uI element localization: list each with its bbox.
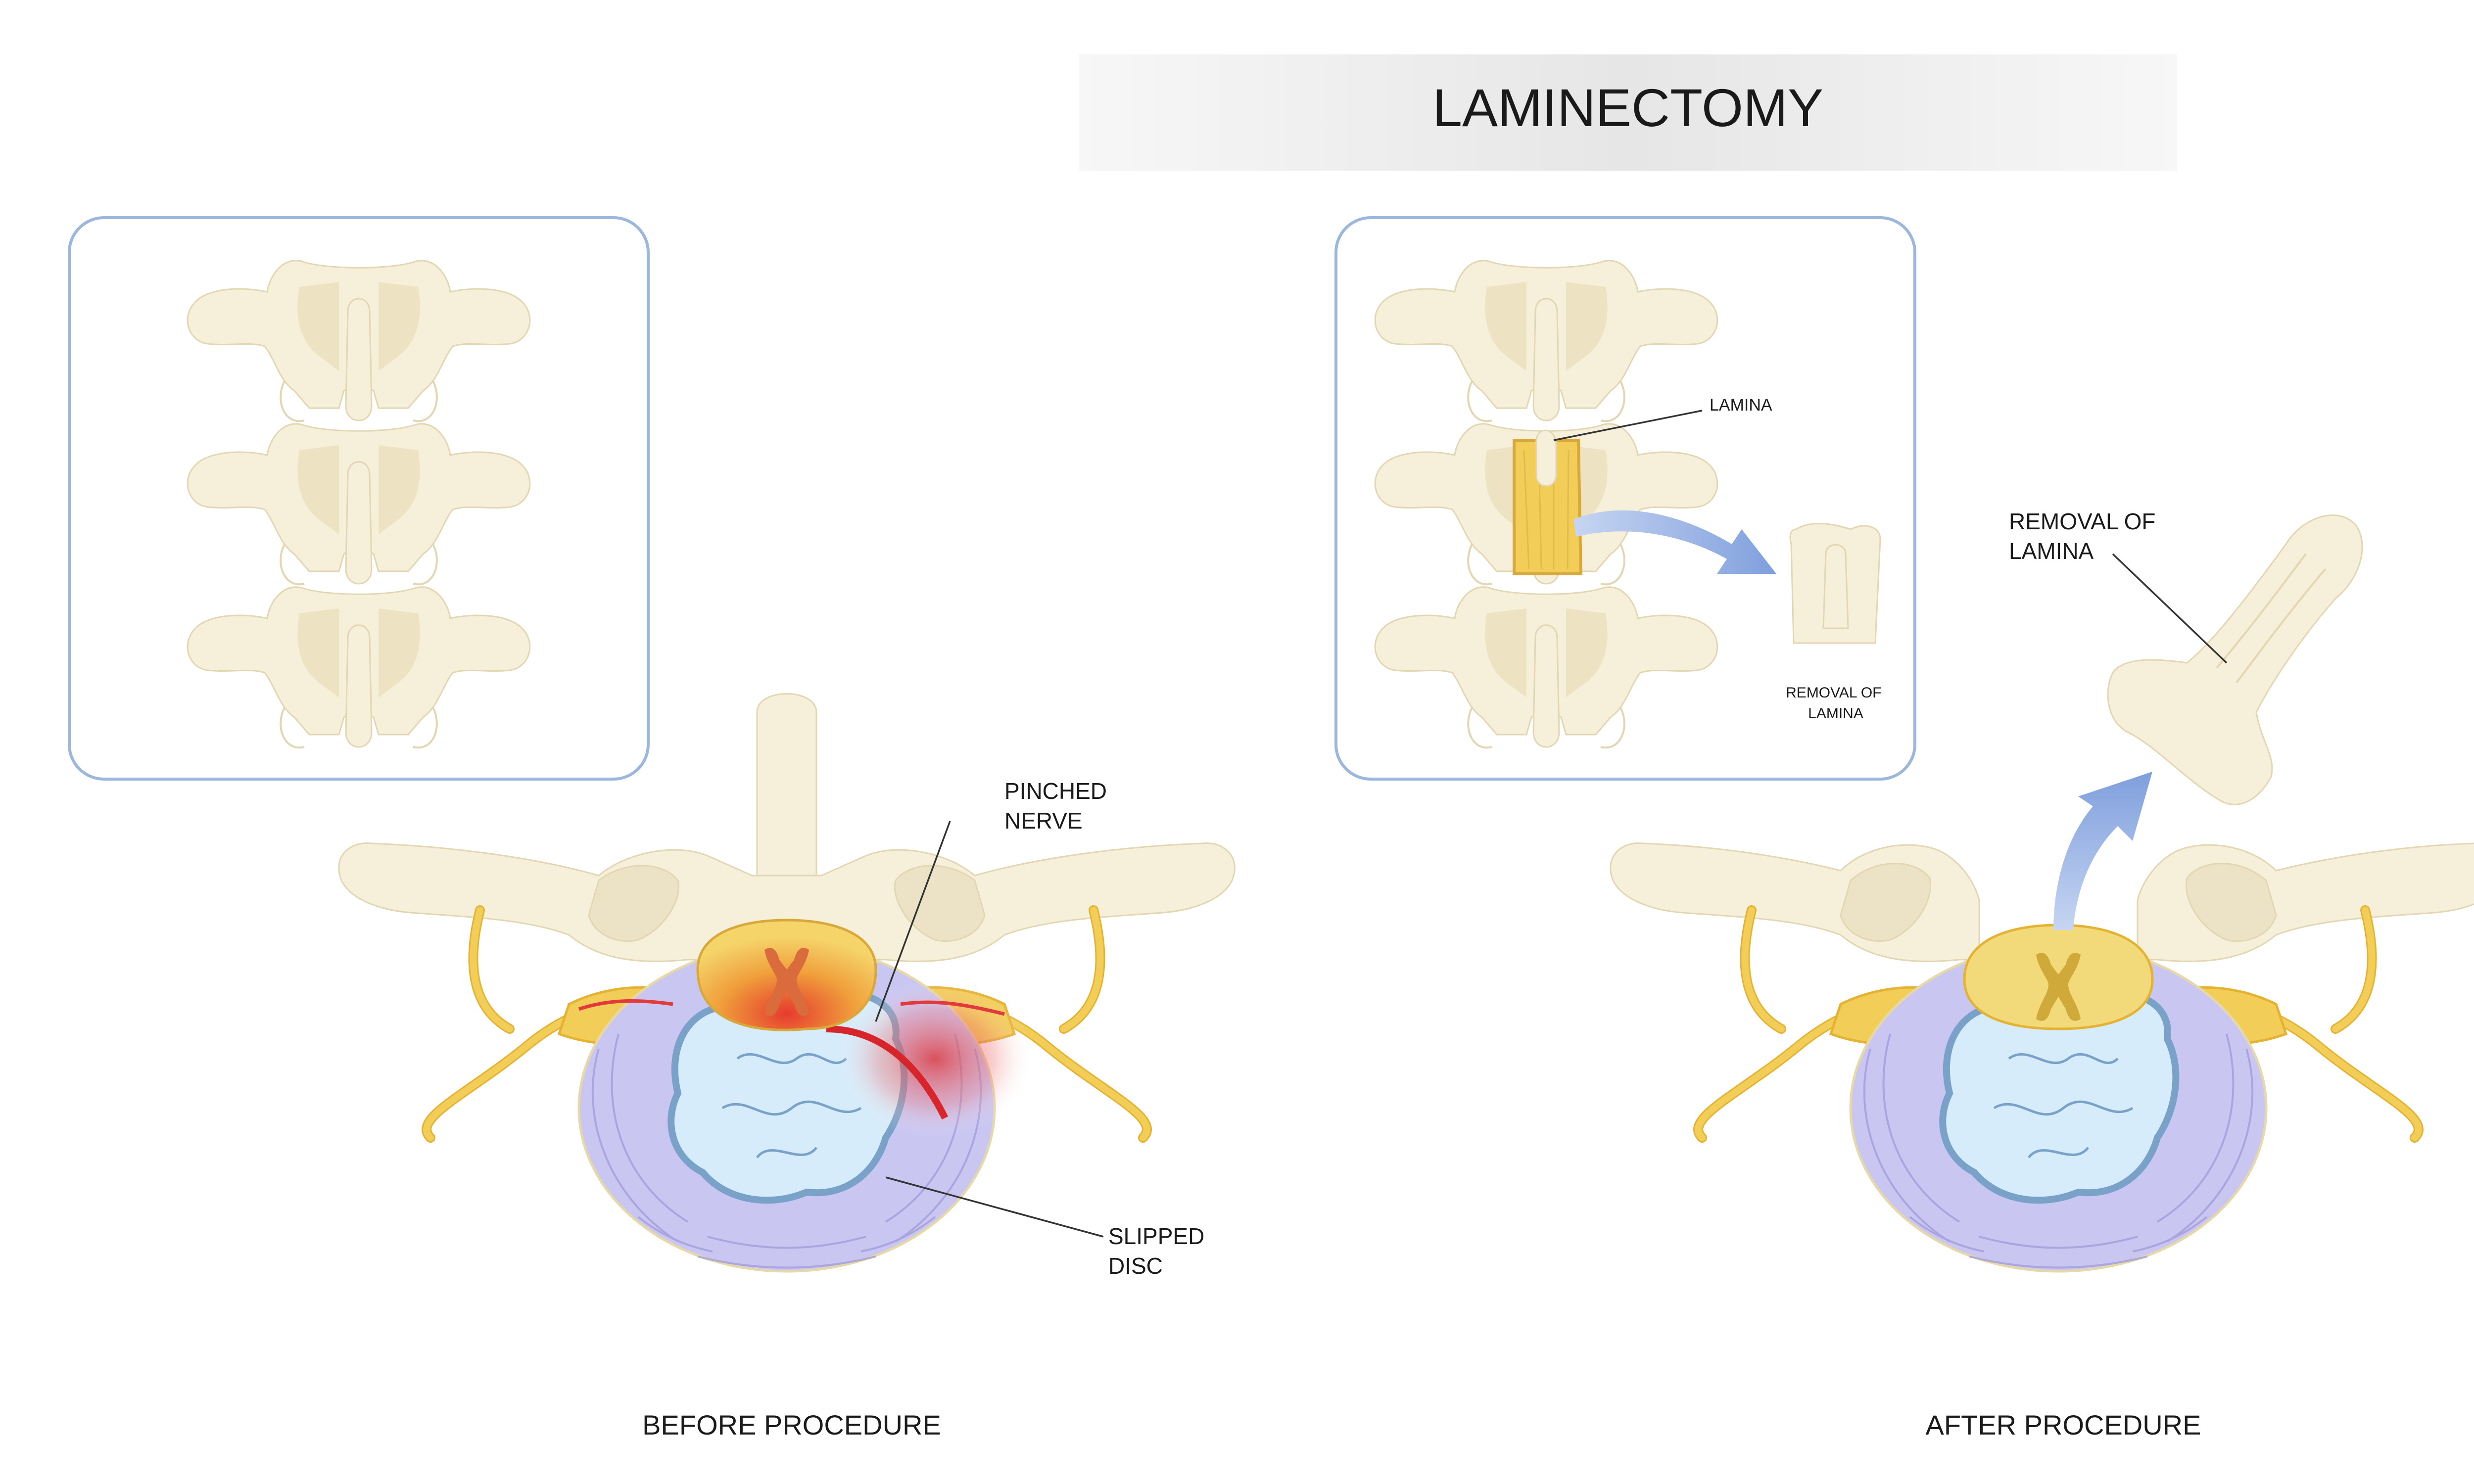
removal-arrow-large [2053, 772, 2152, 930]
pinched-nerve-line1: PINCHED [1004, 778, 1107, 804]
spine-before-panel [68, 216, 650, 781]
before-caption: BEFORE PROCEDURE [642, 1409, 941, 1440]
after-caption: AFTER PROCEDURE [1926, 1409, 2201, 1440]
removal-large-line2: LAMINA [2009, 538, 2094, 564]
removed-lamina-large [2107, 514, 2363, 805]
lamina-label: LAMINA [1710, 396, 1772, 415]
slipped-disc-line1: SLIPPED [1108, 1223, 1204, 1249]
title-banner [1079, 54, 2177, 171]
removal-arrow-small [1573, 510, 1776, 574]
pinched-nerve-label: PINCHED NERVE [1004, 778, 1113, 834]
removal-label-small: REMOVAL OF LAMINA [1786, 685, 1886, 722]
slipped-disc-leader [885, 1176, 1104, 1238]
removal-large-line1: REMOVAL OF [2009, 509, 2155, 534]
slipped-disc-label: SLIPPED DISC [1108, 1223, 1211, 1279]
removal-large-leader [2112, 553, 2228, 664]
slipped-disc-line2: DISC [1108, 1253, 1163, 1279]
removal-label-large: REMOVAL OF LAMINA [2009, 509, 2162, 564]
pinched-nerve-line2: NERVE [1004, 808, 1083, 834]
inflammation-glow [836, 979, 1034, 1138]
vertebra-before [338, 693, 1236, 1272]
spine-after-panel: LAMINA REMOVAL OF LAMINA [1334, 216, 1916, 781]
removed-lamina-small [1789, 523, 1881, 644]
lamina-leader [1553, 410, 1703, 441]
removal-small-line2: LAMINA [1808, 705, 1863, 722]
pinched-nerve-leader [875, 821, 951, 1022]
removal-small-line1: REMOVAL OF [1786, 685, 1881, 701]
page-title: LAMINECTOMY [1432, 78, 1823, 138]
vertebra-after [1610, 842, 2474, 1271]
